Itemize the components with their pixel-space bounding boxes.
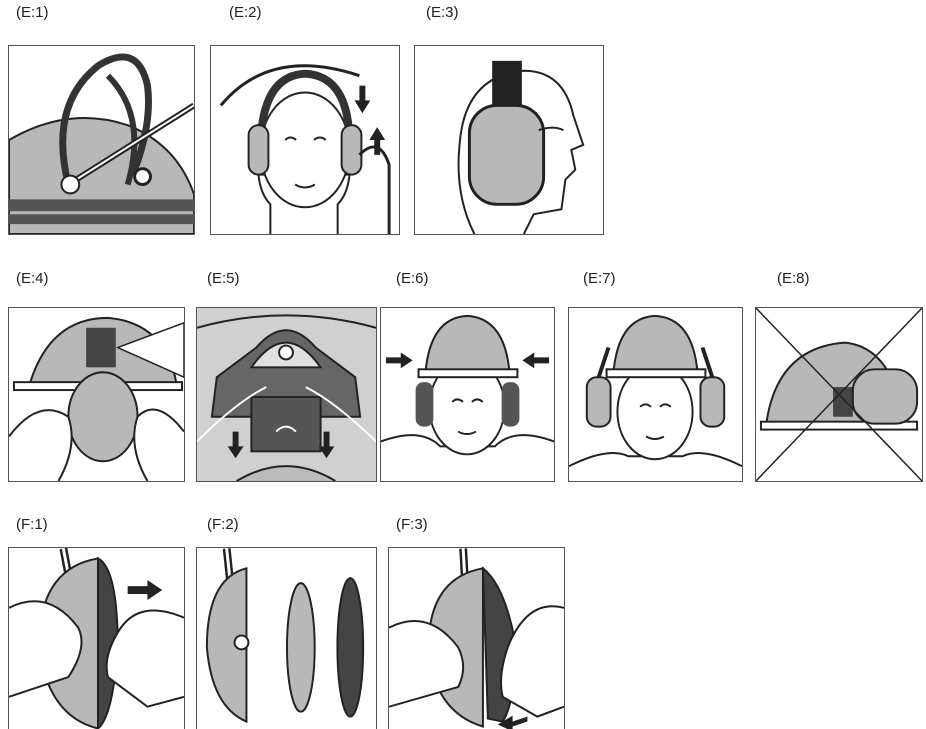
- illustration-e4-helmet-attach: [8, 307, 185, 482]
- label-e5: (E:5): [207, 270, 240, 287]
- label-f3: (F:3): [396, 516, 428, 533]
- illustration-e5-attachment-closeup: [196, 307, 377, 482]
- label-e7: (E:7): [583, 270, 616, 287]
- illustration-f1-remove-cushion: [8, 547, 185, 729]
- illustration-f2-parts-separated: [196, 547, 377, 729]
- label-f2: (F:2): [207, 516, 239, 533]
- illustration-f3-insert-cushion: [388, 547, 565, 729]
- label-e3: (E:3): [426, 4, 459, 21]
- illustration-e8-incorrect-position: [755, 307, 923, 482]
- label-e4: (E:4): [16, 270, 49, 287]
- label-f1: (F:1): [16, 516, 48, 533]
- label-e1: (E:1): [16, 4, 49, 21]
- illustration-e7-earmuffs-raised: [568, 307, 743, 482]
- label-e2: (E:2): [229, 4, 262, 21]
- illustration-e6-earmuffs-on: [380, 307, 555, 482]
- illustration-e2-adjust-headband: [210, 45, 400, 235]
- label-e6: (E:6): [396, 270, 429, 287]
- illustration-e3-side-profile: [414, 45, 604, 235]
- label-e8: (E:8): [777, 270, 810, 287]
- illustration-e1-headband-loop: [8, 45, 195, 235]
